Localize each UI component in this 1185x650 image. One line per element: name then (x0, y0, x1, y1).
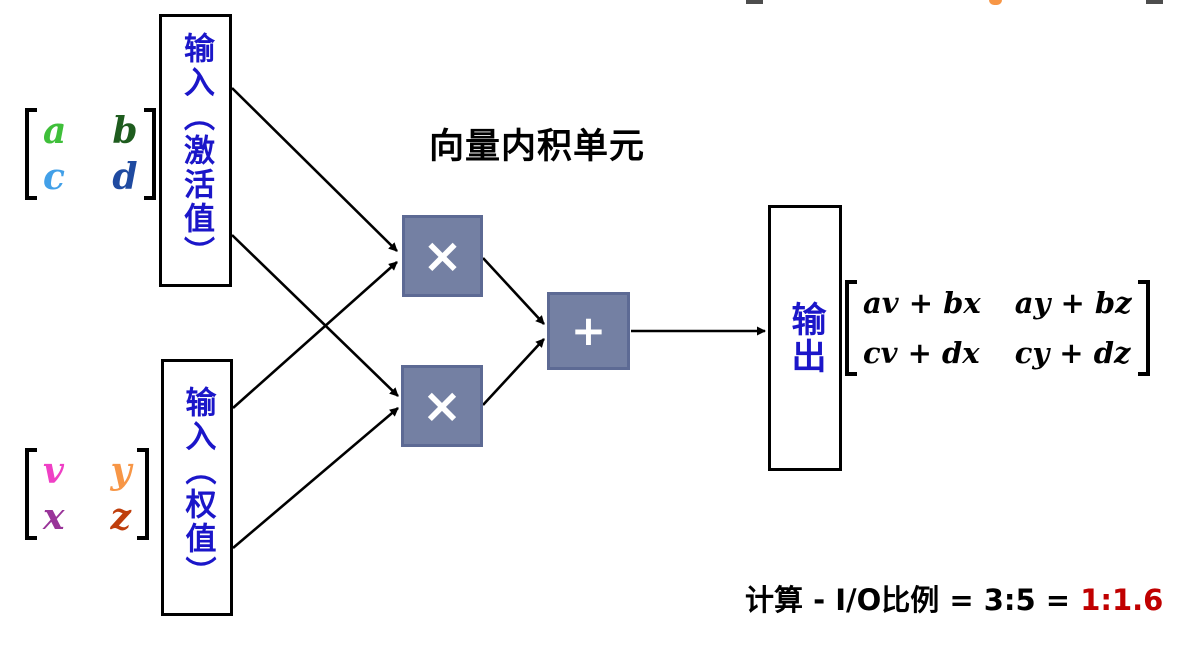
output-box: 输出 (768, 205, 842, 471)
matrix-bracket-right (137, 448, 150, 540)
cropped-fragment (989, 0, 1002, 5)
activation-matrix: a b c d (25, 108, 156, 200)
arrow-mult1-to-add (482, 257, 545, 325)
multiply-icon: × (422, 228, 463, 284)
arrow-weight-to-mult1 (232, 261, 398, 409)
matrix-bracket-left (25, 108, 37, 200)
add-box: + (547, 292, 630, 370)
matrix-cell: c (43, 156, 65, 198)
matrix-cell: v (43, 450, 64, 492)
matrix-cell: z (110, 496, 131, 538)
input-weight-label: 输入（权值） (179, 385, 216, 590)
diagram-title: 向量内积单元 (429, 127, 646, 167)
arrow-weight-to-mult2 (232, 407, 399, 549)
plus-icon: + (570, 306, 607, 355)
input-activation-label: 输入（激活值） (178, 31, 214, 270)
matrix-cell: cy + dz (1014, 335, 1131, 370)
io-ratio-highlight: 1:1.6 (1080, 583, 1164, 617)
io-ratio-note: 计算 - I/O比例 = 3:5 = 1:1.6 (745, 577, 1163, 619)
matrix-cell: b (112, 110, 138, 152)
cropped-fragment (746, 0, 763, 4)
arrow-activation-to-mult1 (231, 87, 398, 252)
input-weight-box: 输入（权值） (161, 359, 233, 616)
matrix-cell: d (112, 156, 138, 198)
multiply-box-2: × (401, 365, 483, 447)
input-activation-box: 输入（激活值） (159, 14, 232, 287)
output-label: 输出 (785, 301, 826, 375)
arrow-mult2-to-add (482, 338, 545, 406)
arrow-activation-to-mult2 (231, 234, 399, 397)
matrix-cell: cv + dx (863, 335, 980, 370)
matrix-cell: ay + bz (1014, 285, 1132, 320)
matrix-bracket-left (25, 448, 37, 540)
multiply-icon: × (421, 378, 463, 434)
matrix-bracket-right (1137, 280, 1150, 376)
matrix-bracket-left (845, 280, 857, 376)
matrix-cell: a (43, 110, 67, 152)
matrix-bracket-right (143, 108, 156, 200)
output-matrix: av + bx ay + bz cv + dx cy + dz (845, 280, 1150, 376)
weight-matrix: v y x z (25, 448, 150, 540)
matrix-cell: x (43, 496, 65, 538)
multiply-box-1: × (402, 215, 483, 297)
matrix-cell: av + bx (863, 285, 981, 320)
cropped-fragment (1146, 0, 1163, 4)
matrix-cell: y (110, 450, 132, 492)
io-ratio-prefix: 计算 - I/O比例 = 3:5 = (745, 583, 1081, 617)
